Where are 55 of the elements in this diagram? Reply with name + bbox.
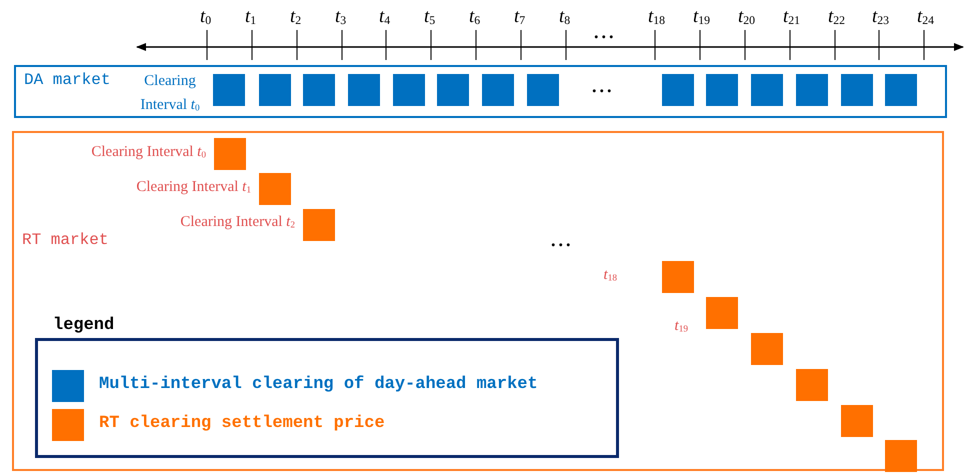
time-slot-square: [796, 369, 828, 401]
interval-label: Clearing Interval t$_{0}$: [139, 72, 201, 116]
interval-label: t$_{18}$: [604, 267, 617, 284]
time-slot-square: [213, 74, 245, 106]
time-slot-square: [482, 74, 514, 106]
ellipsis: ...: [551, 230, 574, 251]
tick-label: t$_{23}$: [872, 6, 890, 28]
time-slot-square: [751, 74, 783, 106]
interval-label: t$_{19}$: [674, 318, 688, 335]
time-slot-square: [214, 138, 246, 170]
time-slot-square: [706, 74, 738, 106]
time-slot-square: [437, 74, 469, 106]
time-slot-square: [348, 74, 380, 106]
tick-label: t$_{6}$: [469, 6, 480, 28]
tick-label: t$_{7}$: [514, 6, 526, 28]
time-slot-square: [527, 74, 559, 106]
tick-label: t$_{24}$: [917, 6, 934, 28]
tick-label: t$_{2}$: [290, 6, 302, 28]
interval-label: Clearing Interval t$_{1}$: [136, 179, 251, 196]
time-slot-square: [841, 74, 873, 106]
legend-text: Multi-interval clearing of day-ahead market: [99, 375, 538, 394]
time-slot-square: [751, 333, 783, 365]
tick-label: t$_{0}$: [200, 6, 212, 28]
time-slot-square: [706, 297, 738, 329]
tick-label: t$_{19}$: [693, 6, 710, 28]
time-slot-square: [303, 74, 335, 106]
tick-label: t$_{22}$: [828, 6, 846, 28]
time-slot-square: [259, 173, 291, 205]
time-slot-square: [885, 74, 917, 106]
tick-label: t$_{8}$: [559, 6, 570, 28]
ellipsis: ...: [592, 76, 614, 97]
tick-label: t$_{1}$: [245, 6, 256, 28]
legend-title: legend: [53, 316, 114, 335]
tick-label: t$_{20}$: [738, 6, 756, 28]
time-slot-square: [303, 209, 335, 241]
interval-label: Clearing Interval t$_{2}$: [180, 214, 295, 231]
time-slot-square: [259, 74, 291, 106]
ellipsis: ...: [594, 22, 616, 43]
time-slot-square: [796, 74, 828, 106]
market-title: DA market: [24, 71, 110, 89]
time-slot-square: [662, 74, 694, 106]
tick-label: t$_{18}$: [648, 6, 666, 28]
interval-label: Clearing Interval t$_{0}$: [91, 144, 206, 161]
time-slot-square: [393, 74, 425, 106]
tick-label: t$_{4}$: [379, 6, 390, 28]
time-slot-square: [662, 261, 694, 293]
rt-market-panel: [12, 131, 944, 471]
legend-text: RT clearing settlement price: [99, 414, 385, 433]
tick-label: t$_{21}$: [783, 6, 800, 28]
market-title: RT market: [22, 231, 108, 249]
tick-label: t$_{5}$: [424, 6, 436, 28]
time-slot-square: [885, 440, 917, 472]
da-market-panel: [14, 65, 947, 118]
tick-label: t$_{3}$: [335, 6, 346, 28]
time-slot-square: [841, 405, 873, 437]
